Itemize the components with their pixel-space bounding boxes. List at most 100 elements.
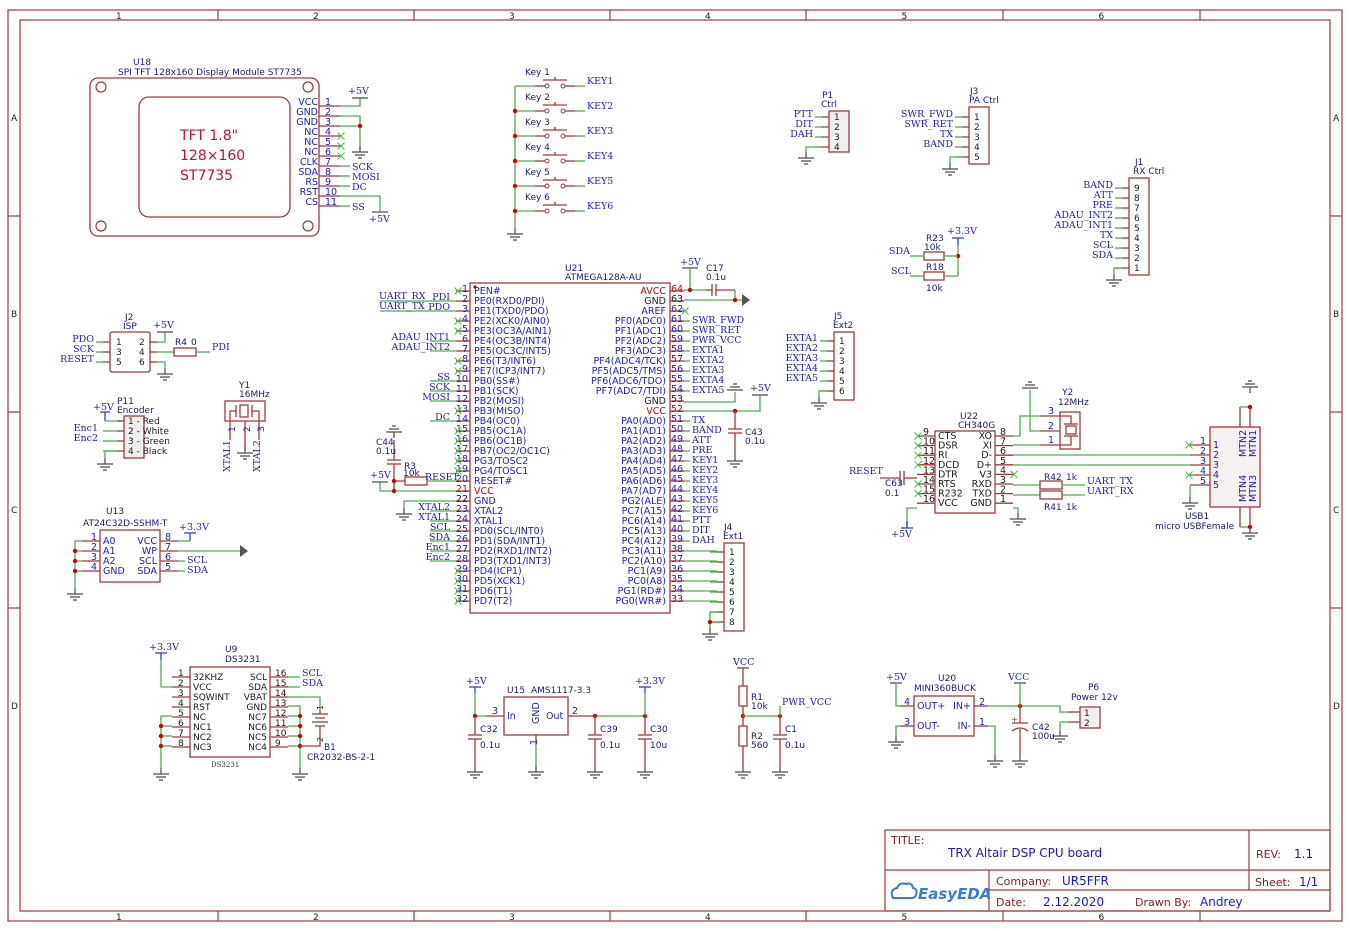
y1-pin-3: 3 [257,426,267,432]
key-ref: Key 1 [525,68,550,78]
key-net-key5: KEY5 [587,176,613,187]
u18-pin-label: VCC [298,97,318,108]
r4-value: 0 [191,338,197,348]
r41-net: UART_RX [1087,486,1134,497]
j5-pin-number: 6 [839,387,845,397]
u9-ref: U9 [225,645,238,655]
u22-pin-label: RI [938,450,947,461]
j5-net-exta2: EXTA2 [786,343,818,354]
u21-pin-label: AVCC [640,286,666,297]
c43-ref: C43 [745,428,763,438]
j1-pin-number: 3 [1134,244,1140,254]
y2-ref: Y2 [1061,388,1073,398]
u22-pin-number: 14 [923,475,935,486]
u21-pin-number: 5 [462,324,468,335]
j4-pin-number: 6 [729,598,735,608]
u9-pin-number: 15 [275,679,286,689]
u9-pin-number: 16 [275,669,287,679]
u22-pin-number: 11 [923,446,935,457]
j5-net-exta5: EXTA5 [786,373,818,384]
j5-pin-number: 2 [839,347,845,357]
y1-net-xtal2: XTAL2 [252,440,263,472]
u22-pin-label: TXD [971,489,992,500]
u15-ldo-regulator[interactable]: U15 AMS1117-3.3 In Out GND 3 2 1 +5V C32… [466,676,668,779]
j5-pin-number: 3 [839,357,845,367]
u21-pin-label: PE1(TXD0/PDO) [474,306,549,317]
u21-pin-number: 15 [456,424,468,435]
u18-ref: U18 [133,58,151,68]
u21-pin-number: 16 [456,434,468,445]
j5-pin-number: 1 [839,337,845,347]
usb1-mtn4: MTN4 [1238,475,1249,502]
u21-net-sda: SDA [429,532,450,543]
j1-net-pre: PRE [1093,200,1114,211]
u9-rtc[interactable]: U9 DS3231 DS3231 32KHZ1VCC2SQWINT3RST4NC… [149,642,375,781]
u21-pin-number: 34 [671,584,683,595]
u9-pin-label: VCC [193,683,212,693]
j2-pin-number: 2 [139,338,145,348]
frame-col-label: 6 [1099,12,1105,22]
u20-ref: U20 [938,674,956,684]
usb1-pin-number: 3 [1200,456,1206,467]
u22-pin-label: DTR [938,469,958,480]
u15-power-in: +5V [466,676,487,687]
p1-net-dah: DAH [790,129,813,140]
u18-pin-label: RST [300,187,319,198]
u13-ref: U13 [106,507,124,517]
j1-rx-ctrl-connector[interactable]: J1 RX Ctrl 9BAND8ATT7PRE6ADAU_INT25ADAU_… [1053,158,1164,287]
u18-tft-display[interactable]: U18 SPI TFT 128x160 Display Module ST773… [89,58,390,237]
u22-usb-uart[interactable]: U22 CH340G CTS9DSR10RI11DCD12DTR13RTS14R… [849,381,1190,540]
j3-pin-number: 5 [974,153,980,163]
u9-pin-number: 4 [178,699,184,709]
u21-net-exta4: EXTA4 [692,375,724,386]
u18-net-mosi: MOSI [352,172,380,183]
c1-value: 0.1u [785,741,805,751]
p11-pin-label: 3 - Green [128,437,170,447]
c44-value: 0.1u [376,447,396,457]
frame-row-label: C [1333,506,1339,516]
r4-net: PDI [212,342,230,353]
u21-atmega128[interactable]: U21 ATMEGA128A-AU PEN#1PE0(RXD0/PDI)2PDI… [370,257,771,614]
y1-crystal[interactable]: Y1 16MHz 1 2 3 XTAL1 XTAL2 [222,381,270,472]
u13-pin-label: A1 [103,546,116,557]
u9-pin-label: SCL [250,673,267,683]
u18-pin-label: NC [304,137,318,148]
j5-net-exta3: EXTA3 [786,353,818,364]
u21-net-pre: PRE [692,445,713,456]
rev-label: REV: [1256,848,1281,861]
b1-value: CR2032-BS-2-1 [307,753,375,763]
u18-power-top: +5V [348,86,369,97]
j1-pin-number: 8 [1134,194,1140,204]
logo-text: EasyEDA [918,885,991,903]
u18-pin-number: 2 [325,107,331,118]
u21-pin-number: 64 [671,284,683,295]
y1-pin-2: 2 [243,426,253,432]
u21-pin-number: 25 [456,524,468,535]
p11-ref: P11 [117,397,134,407]
u13-power: +3.3V [179,522,209,533]
u21-pin-label: PE2(XCK0/AIN0) [474,316,550,327]
u21-pin-label: GND [474,496,496,507]
u21-pin-number: 41 [671,514,683,525]
u21-pin-label: PA2(AD2) [621,436,666,447]
u21-pin-label: PB3(MISO) [474,406,524,417]
title-block: TITLE: TRX Altair DSP CPU board REV: 1.1… [884,829,1331,912]
p1-pin-number: 1 [834,113,840,123]
u21-pin-number: 32 [456,594,468,605]
title-label: TITLE: [890,834,924,847]
u9-pin-number: 9 [275,739,281,749]
u21-pin-label: VCC [646,406,666,417]
u22-pin-number: 6 [1000,446,1006,457]
frame-col-label: 1 [116,12,122,22]
usb1-pin-number: 5 [1200,476,1206,487]
